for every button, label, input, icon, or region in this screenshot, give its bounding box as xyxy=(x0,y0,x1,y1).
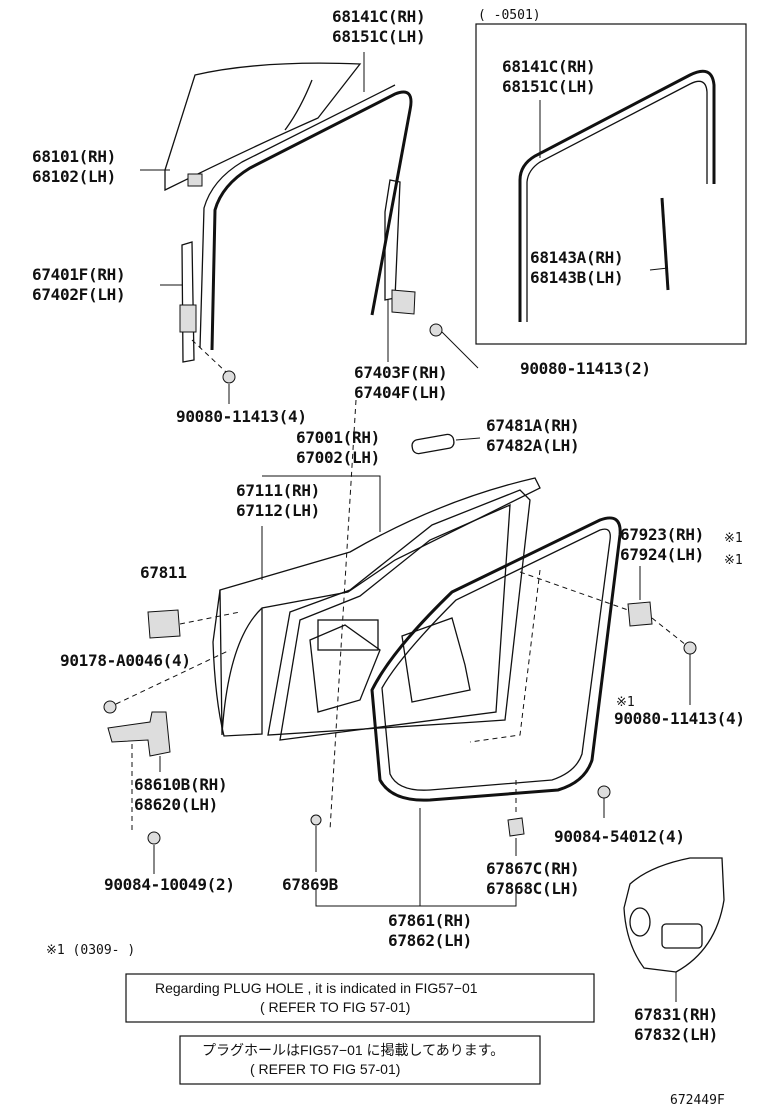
label-67832: 67832(LH) xyxy=(634,1025,718,1044)
note-jp-line2: ( REFER TO FIG 57-01) xyxy=(250,1061,400,1077)
dash-67923 xyxy=(519,571,629,611)
glass-highlight xyxy=(284,79,313,131)
door-hinge-block xyxy=(317,619,379,651)
run-channel-outer xyxy=(210,90,413,351)
label-67401f: 67401F(RH) xyxy=(32,265,125,284)
label-68620: 68620(LH) xyxy=(134,795,218,814)
label-68143a: 68143A(RH) xyxy=(530,248,623,267)
rear-channel-bracket xyxy=(391,289,416,315)
note-box-en xyxy=(125,973,595,1023)
label-90084-10049: 90084-10049(2) xyxy=(104,875,235,894)
glass-clip xyxy=(187,173,203,187)
door-weatherstrip xyxy=(370,516,622,802)
label-67404f: 67404F(LH) xyxy=(354,383,447,402)
figure-id: 672449F xyxy=(670,1093,725,1108)
bolt-90080-4b xyxy=(683,641,697,655)
bracket-67861 xyxy=(315,890,517,907)
label-90080-4b: 90080-11413(4) xyxy=(614,709,745,728)
weatherstrip-piece xyxy=(411,433,455,455)
inset-range-label: ( -0501) xyxy=(478,8,541,23)
dash-67811 xyxy=(179,611,241,625)
label-67403f: 67403F(RH) xyxy=(354,363,447,382)
note-en-line1: Regarding PLUG HOLE , it is indicated in… xyxy=(155,980,478,996)
clip-67867c xyxy=(507,817,525,837)
label-67112: 67112(LH) xyxy=(236,501,320,520)
label-68151c: 68151C(LH) xyxy=(332,27,425,46)
cover-window xyxy=(661,923,703,949)
hinge-68610b xyxy=(107,711,171,757)
door-inner-frame xyxy=(267,489,531,736)
label-90178: 90178-A0046(4) xyxy=(60,651,191,670)
bolt-90080-4a xyxy=(222,370,236,384)
clip-67923 xyxy=(627,601,653,627)
bolt-90084-10049 xyxy=(147,831,161,845)
door-weatherstrip-inner xyxy=(381,528,611,791)
label-67831: 67831(RH) xyxy=(634,1005,718,1024)
label-68102: 68102(LH) xyxy=(32,167,116,186)
note-en-line2: ( REFER TO FIG 57-01) xyxy=(260,999,410,1015)
pad-67811 xyxy=(147,609,181,639)
label-67001: 67001(RH) xyxy=(296,428,380,447)
bolt-90080-2 xyxy=(429,323,443,337)
dash-weatherstrip xyxy=(469,569,541,743)
leader-90080-2 xyxy=(441,331,479,369)
bolt-90084-54012 xyxy=(597,785,611,799)
front-channel-bracket xyxy=(179,304,197,333)
label-90084-54012: 90084-54012(4) xyxy=(554,827,685,846)
dash-90080-4a xyxy=(191,339,227,373)
plug-67869b xyxy=(310,814,322,826)
footnote-label: ※1 (0309- ) xyxy=(46,943,135,958)
front-channel xyxy=(181,241,195,363)
label-90080-2: 90080-11413(2) xyxy=(520,359,651,378)
nut-90178 xyxy=(103,700,117,714)
run-channel-edge xyxy=(199,84,396,349)
note-jp-line1: プラグホールはFIG57−01 に掲載してあります。 xyxy=(202,1042,504,1058)
label-inset-68151c: 68151C(LH) xyxy=(502,77,595,96)
door-inner-frame-2 xyxy=(279,503,511,741)
door-panel-edge xyxy=(212,589,263,737)
label-90080-4a: 90080-11413(4) xyxy=(176,407,307,426)
mark-1c: ※1 xyxy=(616,695,635,710)
label-68101: 68101(RH) xyxy=(32,147,116,166)
inset-leader-2 xyxy=(649,267,669,271)
label-67868c: 67868C(LH) xyxy=(486,879,579,898)
label-67861: 67861(RH) xyxy=(388,911,472,930)
door-outer-panel xyxy=(219,477,541,736)
inset-rear-run xyxy=(660,197,670,291)
rear-channel xyxy=(384,179,401,301)
label-67402f: 67402F(LH) xyxy=(32,285,125,304)
note-box-jp xyxy=(179,1035,541,1085)
label-inset-68141c: 68141C(RH) xyxy=(502,57,595,76)
inset-run-channel-inner xyxy=(526,80,708,322)
cover-speaker-hole xyxy=(629,907,651,937)
label-67862: 67862(LH) xyxy=(388,931,472,950)
service-hole-cover xyxy=(623,857,725,973)
inset-run-channel xyxy=(518,69,716,322)
label-68141c: 68141C(RH) xyxy=(332,7,425,26)
label-67482a: 67482A(LH) xyxy=(486,436,579,455)
label-67481a: 67481A(RH) xyxy=(486,416,579,435)
mark-1b: ※1 xyxy=(724,553,743,568)
inset-box xyxy=(475,23,747,345)
dash-90080-4b xyxy=(651,617,687,646)
label-67924: 67924(LH) xyxy=(620,545,704,564)
label-67923: 67923(RH) xyxy=(620,525,704,544)
door-hole-front xyxy=(309,624,381,713)
label-67111: 67111(RH) xyxy=(236,481,320,500)
label-67811: 67811 xyxy=(140,563,187,582)
leader-67481a xyxy=(455,437,481,441)
label-67869b: 67869B xyxy=(282,875,339,894)
mark-1a: ※1 xyxy=(724,531,743,546)
label-68143b: 68143B(LH) xyxy=(530,268,623,287)
leader-67001 xyxy=(262,475,381,532)
dash-90178 xyxy=(115,649,231,705)
label-67002: 67002(LH) xyxy=(296,448,380,467)
door-service-hole xyxy=(401,617,471,703)
door-glass xyxy=(164,62,362,192)
label-68610b: 68610B(RH) xyxy=(134,775,227,794)
label-67867c: 67867C(RH) xyxy=(486,859,579,878)
